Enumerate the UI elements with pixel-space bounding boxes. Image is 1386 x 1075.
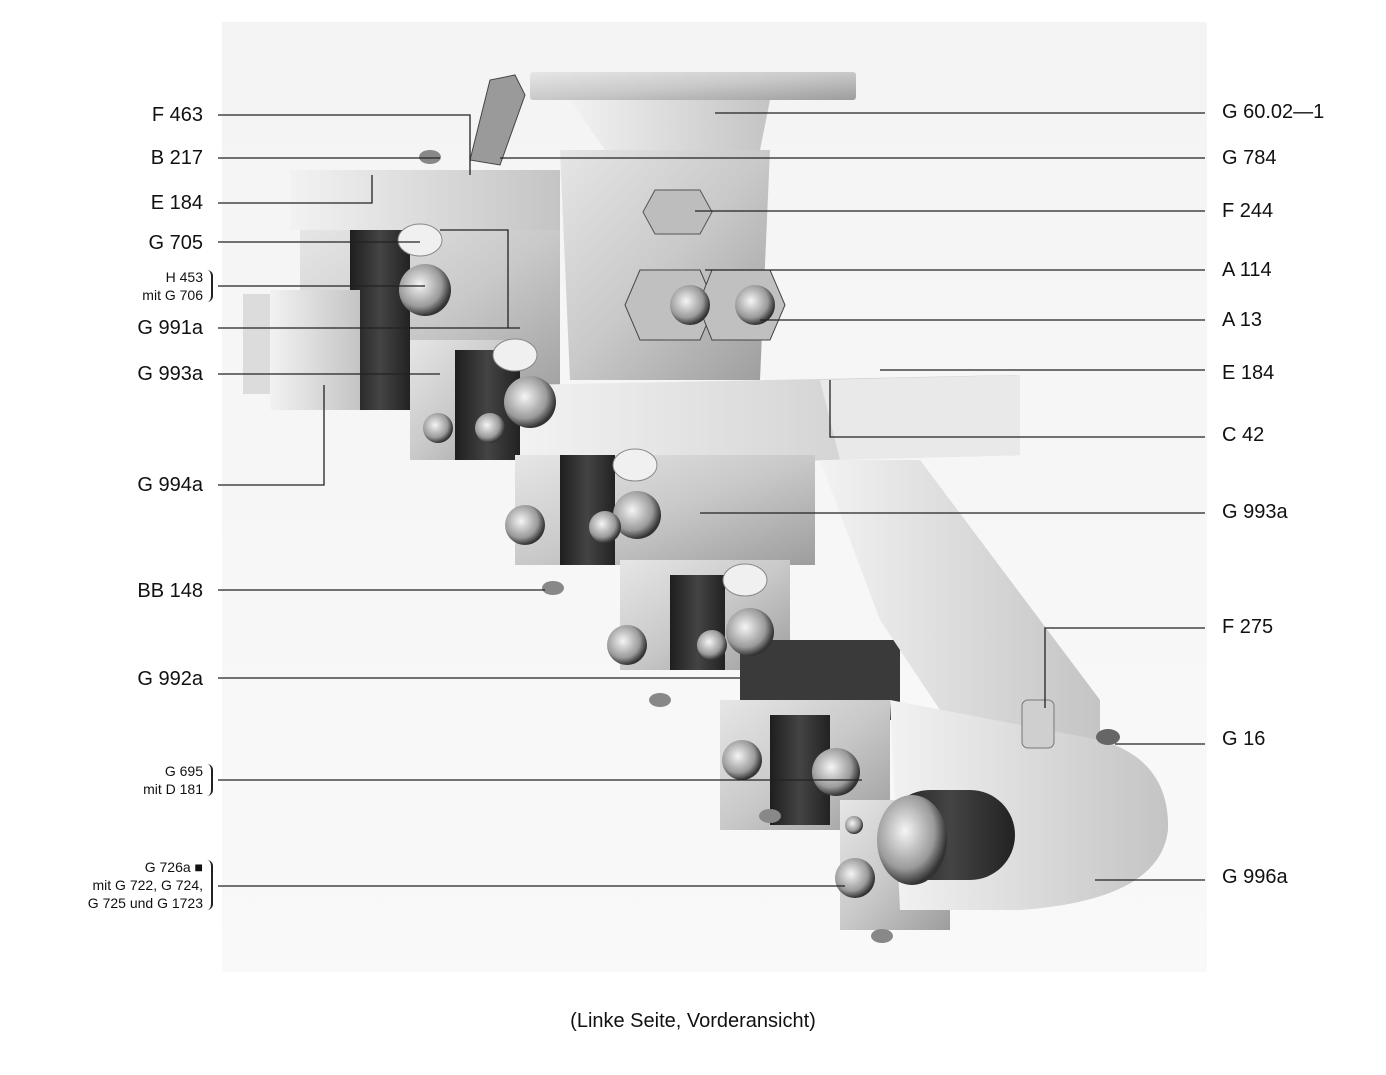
label-g705: G 705 [148,232,203,254]
wing-nuts [397,223,774,656]
label-a13: A 13 [1222,309,1263,331]
label-g994a: G 994a [137,474,203,496]
label-bb148: BB 148 [137,580,203,602]
label-e184: E 184 [150,192,203,214]
label-g6002: G 60.02—1 [1222,101,1325,123]
hex-nut-f275 [1021,699,1055,749]
brace-h453 [205,270,213,302]
label-g726a-line1: G 726a ■ [144,859,203,875]
label-g993ar: G 993a [1222,501,1288,523]
label-h453-line2: mit G 706 [142,287,203,303]
label-b217: B 217 [150,147,203,169]
label-g991a: G 991a [137,317,203,339]
label-f244: F 244 [1222,200,1274,222]
label-c42: C 42 [1222,424,1265,446]
label-e184r: E 184 [1222,362,1275,384]
label-f275: F 275 [1222,616,1274,638]
label-g726a-line2: mit G 722, G 724, [92,877,204,893]
label-g695-line1: G 695 [164,763,203,779]
leader-lines-left [218,114,862,887]
label-g996a: G 996a [1222,866,1288,888]
shaft-end-cap [877,795,947,885]
label-g993a: G 993a [137,363,203,385]
brace-g726a [205,860,213,910]
label-h453-line1: H 453 [165,269,203,285]
set-screws-bottom [419,150,1120,943]
label-a114: A 114 [1222,259,1272,281]
leader-lines-right [500,112,1205,881]
label-g695-line2: mit D 181 [143,781,203,797]
lever-arm [469,74,526,166]
label-g726a-line3: G 725 und G 1723 [87,895,203,911]
central-column [560,150,786,380]
label-g16: G 16 [1222,728,1266,750]
brace-g695 [205,764,213,796]
figure-caption: (Linke Seite, Vorderansicht) [570,1010,816,1032]
label-g992a: G 992a [137,668,203,690]
main-arm-shadow [820,375,1020,460]
label-f463: F 463 [151,104,203,126]
slotted-screws [423,413,875,898]
label-g784: G 784 [1222,147,1277,169]
